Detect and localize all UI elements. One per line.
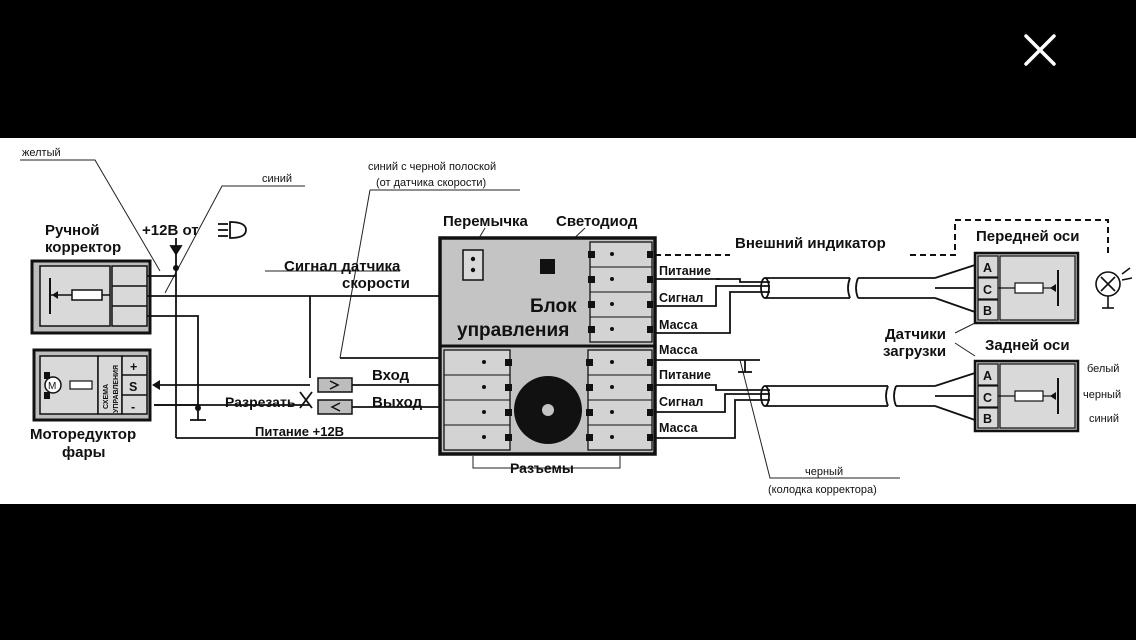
cut-label: Разрезать [225,394,296,410]
rear-pin-a: A [983,369,992,383]
label-black-wire: черный [805,466,843,478]
control-unit [438,236,657,456]
speed-signal-label-2: скорости [342,275,410,292]
headlight-icon [218,221,247,239]
close-icon [1024,34,1056,66]
wiring-diagram: желтый синий синий с черной полоской (от… [0,138,1136,504]
front-axle-label: Передней оси [976,228,1079,245]
scheme-label-1: СХЕМА [103,384,110,409]
rear-axle-label: Задней оси [985,337,1070,354]
power-12v-label: Питание +12В [255,424,344,439]
manual-corrector-label-1: Ручной [45,222,100,239]
scheme-label-2: УПРАВЛЕНИЯ [113,365,120,413]
input-connector [317,377,353,393]
jumper-label: Перемычка [443,213,529,230]
wiring-diagram-svg: желтый синий синий с черной полоской (от… [20,147,1133,496]
close-button[interactable] [1018,28,1062,72]
led-label: Светодиод [556,213,638,230]
label-from-speed-sensor: (от датчика скорости) [376,177,486,189]
manual-corrector-label-2: корректор [45,239,121,256]
motor-terminal-plus: + [130,360,137,374]
lower-pin-ground-2: Масса [659,421,699,435]
supply-from-headlight-label: +12В от [142,222,199,239]
front-pin-b: B [983,304,992,318]
external-indicator-label: Внешний индикатор [735,235,886,252]
motor-reducer-label-1: Моторедуктор [30,426,136,443]
front-pin-c: C [983,283,992,297]
indicator-lamp-icon [1095,267,1133,309]
cut-mark [299,391,313,409]
label-blue-wire: синий [262,173,292,185]
lower-pin-signal: Сигнал [659,395,703,409]
output-connector [317,399,353,415]
load-sensors-label-1: Датчики [885,326,946,343]
input-label: Вход [372,367,410,384]
motor-terminal-s: S [129,380,137,394]
front-axle-sensor [973,251,1080,325]
motor-terminal-minus: - [131,400,135,414]
label-blue-wire-2: синий [1089,413,1119,425]
label-black-wire-2: черный [1083,389,1121,401]
load-sensors-label-2: загрузки [883,343,946,360]
lower-pin-ground-1: Масса [659,343,699,357]
front-pin-a: A [983,261,992,275]
label-blue-black-wire: синий с черной полоской [368,161,496,173]
connector-pins [482,251,653,441]
rear-pin-c: C [983,391,992,405]
rear-axle-sensor [973,359,1080,433]
rear-pin-b: B [983,412,992,426]
motor-reducer: M СХЕМА УПРАВЛЕНИЯ + S - [32,348,152,422]
motor-reducer-label-2: фары [62,444,105,461]
control-unit-label-1: Блок [530,296,577,317]
upper-pin-ground: Масса [659,318,699,332]
output-label: Выход [372,394,423,411]
label-yellow-wire: желтый [22,147,61,159]
label-corrector-plug: (колодка корректора) [768,484,877,496]
upper-pin-signal: Сигнал [659,291,703,305]
connectors-label: Разъемы [510,460,574,476]
manual-corrector [30,259,152,335]
speed-signal-label-1: Сигнал датчика [284,258,401,275]
upper-pin-power: Питание [659,264,711,278]
label-white-wire: белый [1087,363,1119,375]
motor-symbol: M [48,381,56,392]
lower-pin-power: Питание [659,368,711,382]
control-unit-label-2: управления [457,320,569,341]
